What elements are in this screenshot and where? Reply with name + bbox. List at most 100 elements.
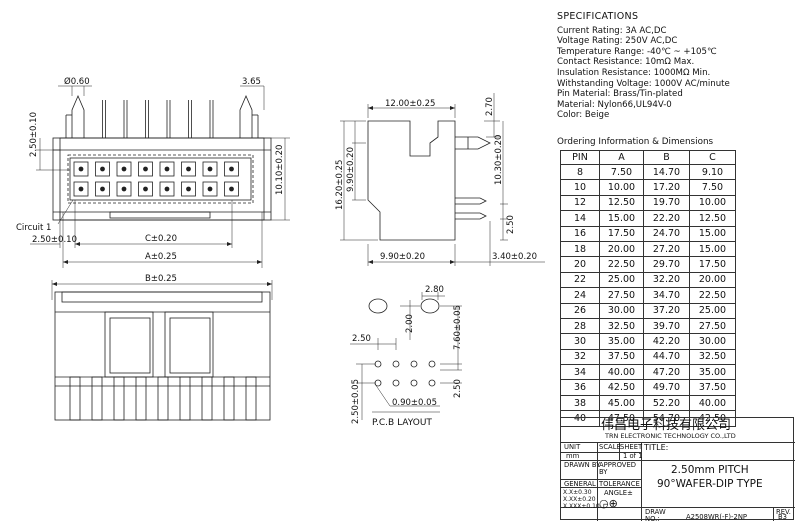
- table-cell: 30.00: [689, 333, 736, 350]
- pin-dot: [100, 186, 105, 192]
- table-cell: 37.20: [643, 302, 690, 319]
- pin-dot: [121, 166, 127, 172]
- pin-cell: [73, 181, 89, 197]
- dim-250-side: 2.50: [506, 215, 516, 234]
- dim-280: 2.80: [425, 285, 444, 295]
- table-cell: 37.50: [689, 379, 736, 396]
- pcb-hole: [392, 379, 400, 387]
- header-b: B: [643, 150, 690, 165]
- header-a: A: [599, 150, 644, 165]
- table-cell: 10.00: [689, 194, 736, 212]
- side-view: [340, 93, 545, 266]
- table-cell: 14.70: [643, 163, 690, 181]
- tolerance-1: X.X±0.30: [563, 489, 592, 496]
- table-cell: 49.70: [643, 379, 690, 396]
- table-cell: 27.50: [689, 317, 736, 335]
- table-cell: 32.50: [599, 317, 644, 335]
- pin-dot: [100, 166, 105, 172]
- table-cell: 44.70: [643, 348, 690, 366]
- pin-cell: [202, 181, 218, 197]
- pcb-hole: [428, 360, 436, 368]
- table-cell: 28: [560, 317, 600, 335]
- dim-990-020-vertical: 9.90±0.20: [346, 147, 356, 192]
- draw-no-label: DRAW NO.:: [645, 508, 666, 523]
- dim-phi060: Ø0.60: [64, 76, 90, 87]
- table-cell: 15.00: [689, 225, 736, 242]
- unit-label: UNIT: [564, 443, 581, 451]
- pin-cell: [224, 181, 239, 197]
- table-cell: 18: [560, 240, 600, 258]
- sheet-label: SHEET: [620, 443, 643, 451]
- dim-250-010-bottom: 2.50±0.10: [32, 235, 77, 245]
- pin-dot: [121, 186, 127, 192]
- dim-1620-025: 16.20±0.25: [335, 160, 345, 210]
- pin-cell: [73, 161, 89, 177]
- table-cell: 42.20: [643, 333, 690, 350]
- table-cell: 42.50: [689, 410, 736, 427]
- general-label: GENERAL: [564, 480, 596, 488]
- table-cell: 16: [560, 225, 600, 242]
- spec-line: Contact Resistance: 10mΩ Max.: [557, 57, 695, 68]
- table-cell: 7.50: [599, 163, 644, 181]
- dim-1030-020: 10.30±0.20: [494, 135, 504, 185]
- table-cell: 9.10: [689, 163, 736, 181]
- table-cell: 10: [560, 179, 600, 196]
- spec-line: Pin Material: Brass/Tin-plated: [557, 89, 683, 100]
- front-view: [30, 85, 290, 268]
- table-cell: 40.00: [689, 394, 736, 412]
- pin-cell: [138, 161, 153, 177]
- rev-label: REV.: [776, 508, 791, 516]
- table-cell: 25.00: [689, 302, 736, 319]
- table-cell: 30.00: [599, 302, 644, 319]
- table-cell: 8: [560, 163, 600, 181]
- circuit-1-label: Circuit 1: [16, 223, 51, 233]
- table-cell: 29.70: [643, 256, 690, 273]
- tolerance-2: X.XX±0.20: [563, 496, 596, 503]
- dim-250-010-vertical: 2.50±0.10: [29, 112, 39, 157]
- pcb-hole: [392, 360, 400, 368]
- pin-cell: [138, 181, 153, 197]
- table-cell: 25.00: [599, 271, 644, 289]
- table-cell: 22.20: [643, 210, 690, 227]
- pin-dot: [186, 166, 191, 172]
- sheet-value: 1 of 1: [623, 452, 643, 460]
- drawn-by-label: DRAWN BY: [564, 461, 601, 469]
- pin-dot: [143, 166, 148, 172]
- table-cell: 27.20: [643, 240, 690, 258]
- pin-dot: [78, 186, 84, 192]
- table-cell: 17.20: [643, 179, 690, 196]
- bottom-pin: [113, 376, 125, 421]
- pin-dot: [78, 166, 84, 172]
- pin-cell: [116, 181, 132, 197]
- title-label: TITLE:: [644, 443, 669, 452]
- spec-line: Current Rating: 3A AC,DC: [557, 25, 667, 36]
- dim-c: C±0.20: [145, 234, 177, 244]
- dim-340-020: 3.40±0.20: [492, 252, 537, 262]
- dim-990-020-horizontal: 9.90±0.20: [380, 252, 425, 262]
- pin-cell: [159, 161, 175, 177]
- pcb-hole: [410, 360, 418, 368]
- table-cell: 22.50: [689, 287, 736, 304]
- company-name-en: TRN ELECTRONIC TECHNOLOGY CO.,LTD: [605, 432, 736, 440]
- table-cell: 39.70: [643, 317, 690, 335]
- pin-cell: [224, 161, 239, 177]
- title-block: 伟昌电子科技有限公司 TRN ELECTRONIC TECHNOLOGY CO.…: [560, 417, 795, 523]
- table-cell: 32.20: [643, 271, 690, 289]
- dim-a: A±0.25: [145, 252, 177, 262]
- pin-cell: [159, 181, 175, 197]
- table-cell: 36: [560, 379, 600, 396]
- company-name-cn: 伟昌电子科技有限公司: [601, 418, 732, 433]
- pin-dot: [229, 186, 234, 192]
- bottom-pin: [135, 376, 147, 421]
- pin-cell: [95, 181, 110, 197]
- table-cell: 47.50: [599, 410, 644, 427]
- scale-label: SCALE: [599, 443, 621, 451]
- table-cell: 40.00: [599, 364, 644, 381]
- table-cell: 37.50: [599, 348, 644, 366]
